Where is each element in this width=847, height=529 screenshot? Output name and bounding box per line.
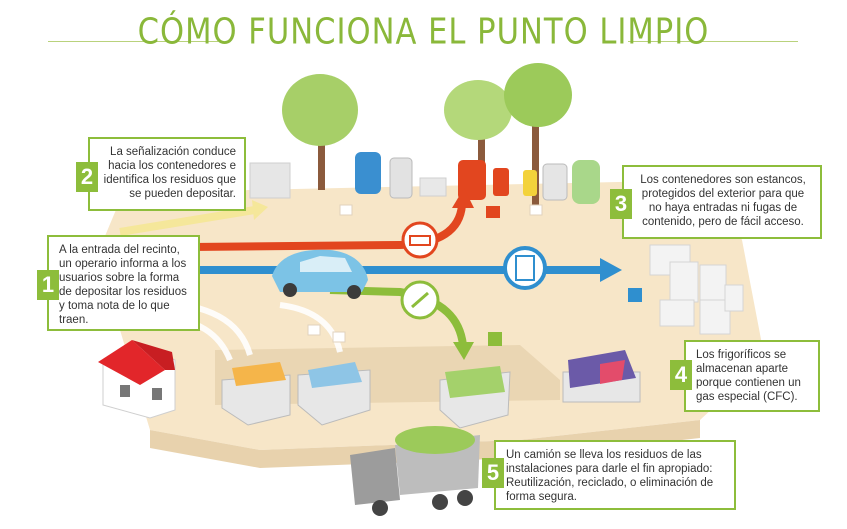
title-rule-left [48,41,218,42]
step-3-number: 3 [610,189,632,219]
title-rule-right [628,41,798,42]
step-4-number: 4 [670,360,692,390]
plant-sign-icon [488,332,502,346]
step-1-text: A la entrada del recinto, un operario in… [47,235,200,331]
car-icon [272,249,368,299]
step-5-number: 5 [482,458,504,488]
house-icon [98,340,176,419]
tree-left-icon [282,74,358,190]
step-3-text: Los contenedores son estancos, protegido… [622,165,822,239]
step-4-text: Los frigoríficos se almacenan aparte por… [684,340,820,412]
step-2-callout: 2 La señalización conduce hacia los cont… [76,137,246,211]
truck-icon [350,426,480,516]
step-2-text: La señalización conduce hacia los conten… [88,137,246,211]
step-4-callout: 4 Los frigoríficos se almacenan aparte p… [670,340,820,412]
step-3-callout: 3 Los contenedores son estancos, protegi… [610,165,822,239]
skip-bins-icon [221,350,641,429]
battery-sign-icon [486,206,500,218]
step-1-callout: 1 A la entrada del recinto, un operario … [37,235,200,331]
box-icon [419,177,447,197]
containers-row-icon [355,152,600,204]
red-arrow [94,188,474,259]
tree-middle-icon [444,80,512,190]
fridge-sign-icon [628,288,642,302]
yellow-arrow [119,206,256,236]
green-arrow [329,280,474,360]
signposts-icon [307,204,543,343]
booth-icon [249,162,291,199]
step-5-text: Un camión se lleva los residuos de las i… [494,440,736,510]
step-5-callout: 5 Un camión se lleva los residuos de las… [482,440,736,510]
tree-right-icon [504,63,572,205]
step-1-number: 1 [37,270,59,300]
page-title: CÓMO FUNCIONA EL PUNTO LIMPIO [137,11,710,53]
step-2-number: 2 [76,162,98,192]
fridges-icon [649,244,744,335]
